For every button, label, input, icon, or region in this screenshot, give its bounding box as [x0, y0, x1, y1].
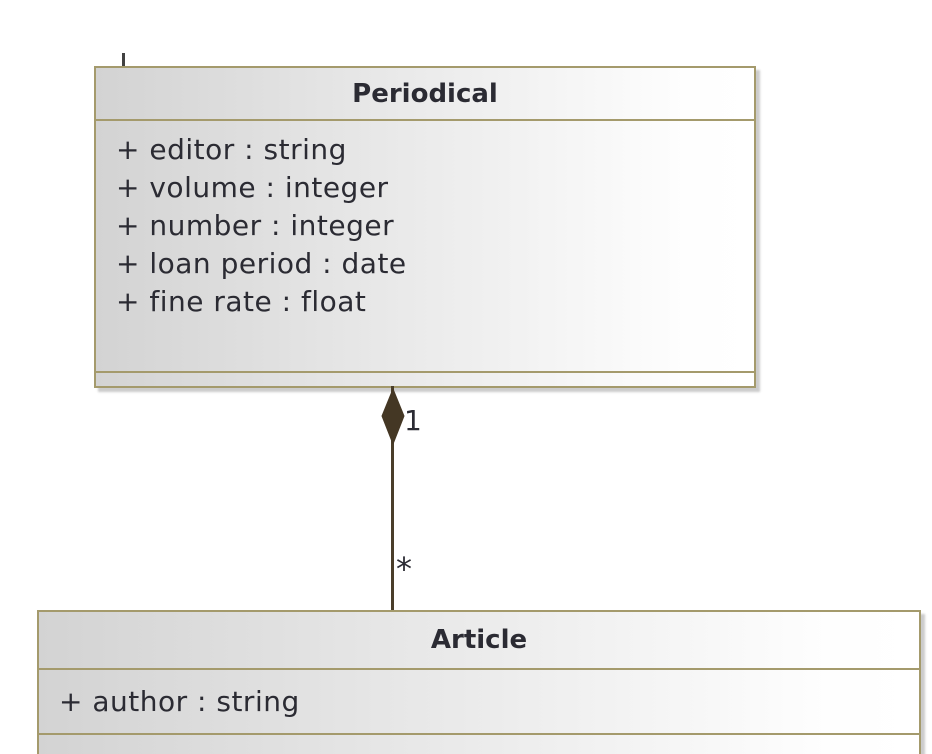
class-name-periodical[interactable]: Periodical — [352, 78, 498, 109]
class-attribute[interactable]: + fine rate : float — [116, 285, 367, 318]
multiplicity-source-label[interactable]: 1 — [404, 404, 422, 437]
cropped-connector-stub — [122, 53, 125, 67]
class-attribute[interactable]: + number : integer — [116, 209, 395, 242]
periodical-operations-compartment — [96, 373, 754, 386]
composition-diamond-icon — [381, 389, 405, 444]
class-box-periodical[interactable]: Periodical + editor : string + volume : … — [94, 66, 756, 388]
class-attribute[interactable]: + volume : integer — [116, 171, 389, 204]
multiplicity-target-label[interactable]: * — [396, 550, 412, 588]
class-name-article[interactable]: Article — [430, 625, 528, 655]
periodical-attributes-compartment: + editor : string + volume : integer + n… — [96, 121, 754, 373]
article-attributes-compartment: + author : string — [39, 670, 919, 735]
composition-relationship-line[interactable] — [391, 386, 394, 614]
class-box-article[interactable]: Article + author : string — [37, 610, 921, 754]
periodical-header-compartment: Periodical — [96, 68, 754, 121]
class-attribute[interactable]: + author : string — [59, 684, 300, 718]
article-operations-compartment — [39, 735, 919, 754]
article-header-compartment: Article — [39, 612, 919, 670]
class-attribute[interactable]: + editor : string — [116, 133, 347, 166]
class-attribute[interactable]: + loan period : date — [116, 247, 407, 280]
